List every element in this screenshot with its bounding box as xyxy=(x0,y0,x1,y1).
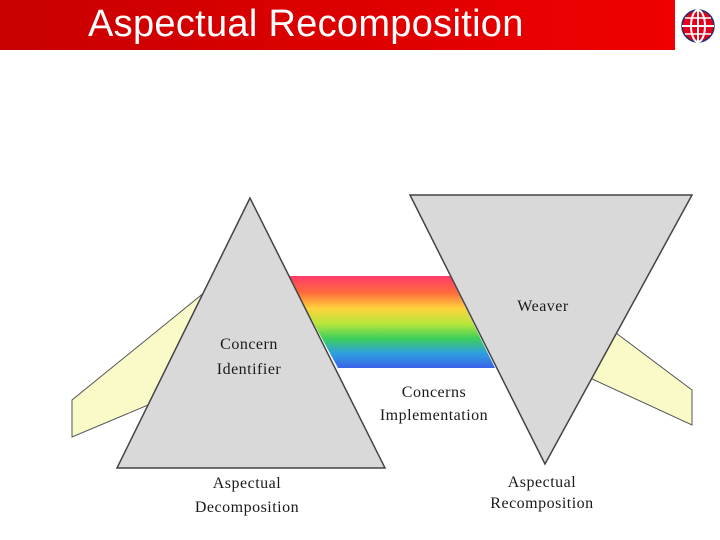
concerns-implementation-label-line2: Implementation xyxy=(380,407,488,424)
aspectual-decomposition-label-line1: Aspectual xyxy=(213,475,282,492)
concerns-implementation-label-line1: Concerns xyxy=(402,384,466,401)
title-bar: Aspectual Recomposition xyxy=(0,0,675,50)
spectrum-band xyxy=(288,276,495,368)
aspectual-decomposition-label-line2: Decomposition xyxy=(195,499,299,516)
aspectual-recomposition-label-line1: Aspectual xyxy=(508,474,577,491)
weaver-prism xyxy=(408,194,694,466)
slide-title: Aspectual Recomposition xyxy=(88,3,524,45)
concern-identifier-label-line2: Identifier xyxy=(217,361,282,378)
globe-logo-icon xyxy=(681,9,715,43)
aspectual-recomposition-label-line2: Recomposition xyxy=(490,495,593,512)
concern-identifier-label-line1: Concern xyxy=(220,336,278,353)
weaver-label: Weaver xyxy=(517,298,569,315)
concern-identifier-prism xyxy=(115,196,387,469)
